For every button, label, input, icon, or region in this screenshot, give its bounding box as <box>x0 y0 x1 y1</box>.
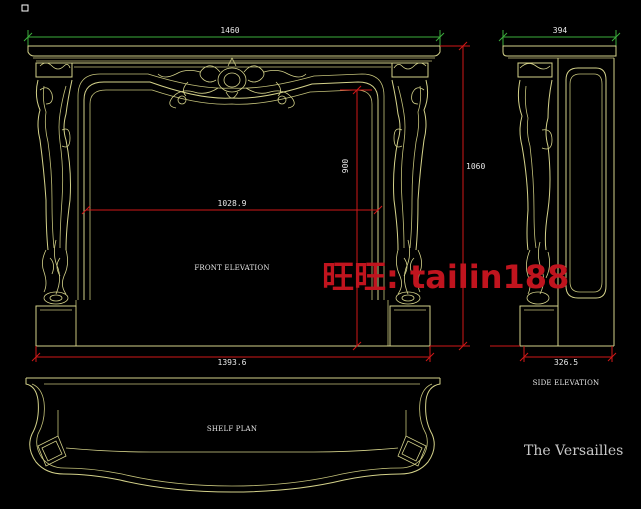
central-cartouche <box>157 57 307 109</box>
side-width-label: 394 <box>553 26 568 35</box>
side-base-label: 326.5 <box>554 358 578 367</box>
side-base-dimension: 326.5 <box>490 345 617 367</box>
shelf-plan: SHELF PLAN <box>25 377 441 493</box>
front-elevation-label: FRONT ELEVATION <box>194 264 269 272</box>
origin-marker <box>21 4 29 12</box>
side-elevation-label: SIDE ELEVATION <box>533 379 600 387</box>
opening-height-dimension: 900 <box>340 85 372 351</box>
opening-width-label: 1028.9 <box>218 199 247 208</box>
base-width-dimension: 1393.6 <box>31 346 435 367</box>
opening-height-label: 900 <box>341 159 350 174</box>
side-elevation: 394 <box>490 26 621 387</box>
side-leg <box>517 62 559 347</box>
overall-height-dimension: 1060 <box>430 41 485 351</box>
right-leg <box>389 62 431 347</box>
watermark-text: 旺旺: tailin188 <box>322 258 569 296</box>
front-elevation: 1460 <box>23 26 485 367</box>
overall-height-label: 1060 <box>466 162 485 171</box>
drawing-title: The Versailles <box>524 443 623 459</box>
left-leg <box>35 62 77 347</box>
side-width-dimension: 394 <box>498 26 621 46</box>
base-width-label: 1393.6 <box>218 358 247 367</box>
mantel-shelf <box>27 45 441 62</box>
shelf-plan-label: SHELF PLAN <box>207 425 257 433</box>
opening-width-dimension: 1028.9 <box>81 199 383 215</box>
side-panel <box>565 67 607 299</box>
front-width-label: 1460 <box>220 26 239 35</box>
front-width-dimension: 1460 <box>23 26 445 46</box>
